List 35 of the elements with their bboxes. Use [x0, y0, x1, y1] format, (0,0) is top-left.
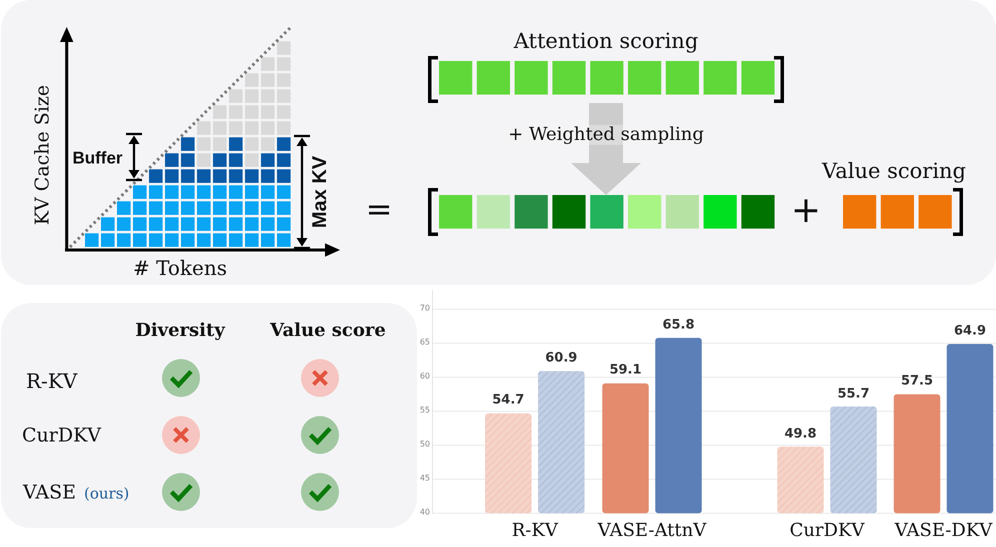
axis-tick-label: 40 [420, 508, 430, 518]
axis-tick-label: 70 [420, 304, 430, 314]
equals-sign: = [366, 192, 392, 228]
column-header: Value score [270, 320, 386, 342]
category-label: R-KV [512, 520, 558, 542]
value-label: 55.7 [837, 387, 870, 402]
value-label: 65.8 [662, 318, 695, 334]
axis-tick-label: 50 [420, 440, 430, 450]
block-arrow [571, 103, 641, 195]
value-label: 59.1 [609, 364, 642, 379]
dimension-label: Max KV [308, 156, 332, 228]
axis-tick-label: 65 [420, 338, 430, 348]
ours-tag: (ours) [84, 486, 130, 502]
axis-tick-label: 55 [420, 406, 430, 416]
category-label: VASE-AttnV [598, 520, 706, 542]
value-label: 60.9 [545, 352, 578, 366]
vector-title: Value scoring [822, 160, 966, 184]
column-header: Diversity [135, 320, 225, 342]
row-label: R-KV [26, 370, 78, 392]
vector-title: Attention scoring [514, 30, 698, 54]
value-label: 57.5 [900, 375, 934, 390]
sampled-score-vector [438, 195, 775, 229]
row-label: CurDKV [22, 425, 102, 447]
axis-title: KV Cache Size [32, 84, 54, 226]
row-label: VASE [23, 482, 76, 504]
category-label: VASE-DKV [894, 520, 992, 542]
dimension-label: Buffer [72, 148, 123, 168]
plus-sign: + [790, 190, 822, 232]
value-label: 64.9 [954, 324, 986, 340]
value-label: 54.7 [492, 394, 524, 409]
axis-title: # Tokens [132, 256, 228, 280]
category-label: CurDKV [790, 520, 864, 542]
axis-tick-label: 60 [420, 372, 430, 382]
value-label: 49.8 [784, 427, 817, 442]
axis-tick-label: 45 [420, 474, 430, 484]
